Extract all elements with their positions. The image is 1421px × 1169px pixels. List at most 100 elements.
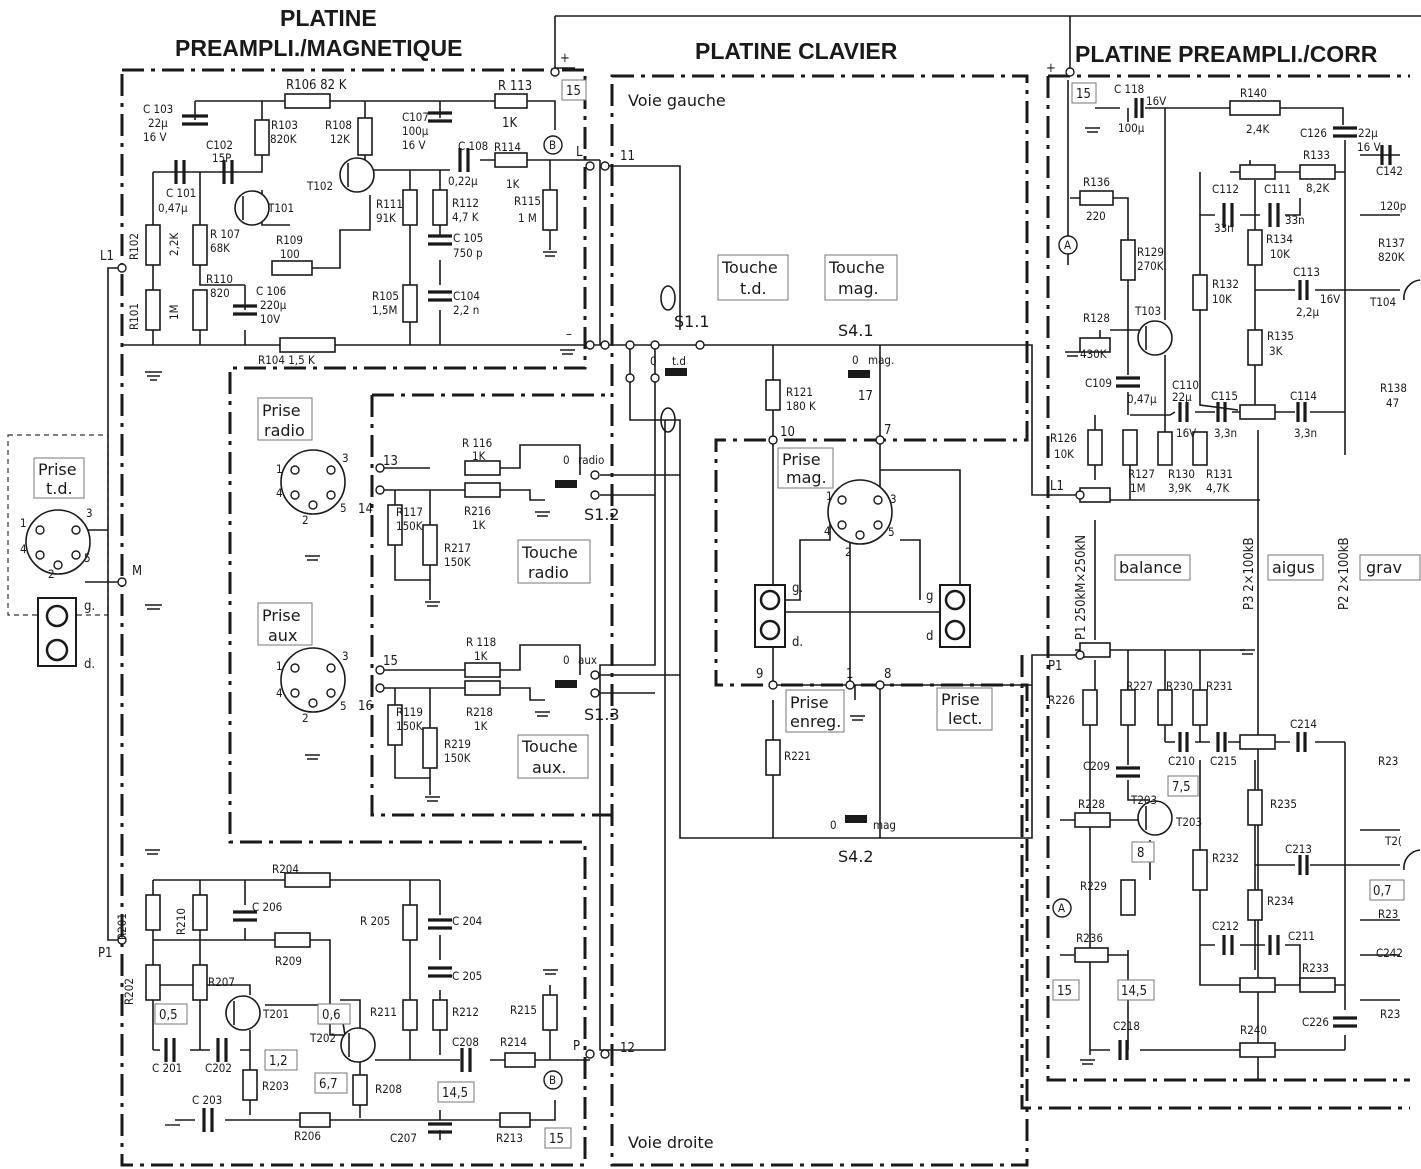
svg-text:R204: R204 — [272, 862, 299, 876]
r205 — [402, 904, 418, 941]
svg-text:R128: R128 — [1083, 311, 1110, 325]
svg-text:33n: 33n — [1285, 213, 1305, 227]
svg-text:150K: 150K — [396, 719, 423, 733]
svg-text:Prise: Prise — [941, 690, 980, 709]
svg-text:Prise: Prise — [790, 693, 829, 712]
svg-text:C 206: C 206 — [252, 900, 282, 914]
svg-text:2: 2 — [48, 567, 55, 581]
svg-text:C 101: C 101 — [166, 186, 196, 200]
r235 — [1247, 789, 1263, 826]
svg-text:R127: R127 — [1128, 467, 1155, 481]
svg-text:6,7: 6,7 — [319, 1077, 338, 1092]
svg-text:0: 0 — [830, 818, 837, 832]
svg-text:T202: T202 — [309, 1031, 336, 1045]
svg-text:100μ: 100μ — [1118, 121, 1145, 135]
svg-text:radio: radio — [528, 563, 569, 582]
svg-text:C126: C126 — [1300, 126, 1327, 140]
svg-text:Prise: Prise — [782, 450, 821, 469]
svg-text:150K: 150K — [396, 519, 423, 533]
svg-text:L1: L1 — [1050, 479, 1064, 494]
svg-text:7: 7 — [884, 423, 891, 438]
svg-text:C214: C214 — [1290, 717, 1317, 731]
svg-text:3,3n: 3,3n — [1294, 426, 1317, 440]
svg-text:R110: R110 — [206, 272, 233, 286]
svg-text:Prise: Prise — [262, 606, 301, 625]
svg-text:R108: R108 — [325, 118, 352, 132]
svg-text:+: + — [1046, 61, 1056, 76]
svg-text:R23: R23 — [1378, 907, 1398, 921]
svg-text:R105: R105 — [372, 289, 399, 303]
r228 — [1074, 812, 1111, 828]
svg-text:220: 220 — [1086, 209, 1106, 223]
r118 — [464, 662, 501, 678]
svg-text:R234: R234 — [1267, 894, 1294, 908]
svg-text:R227: R227 — [1126, 679, 1153, 693]
title-preampli-magnetique: PREAMPLI./MAGNETIQUE — [175, 35, 463, 61]
svg-text:R216: R216 — [464, 504, 491, 518]
svg-text:radio: radio — [264, 421, 305, 440]
svg-text:R132: R132 — [1212, 277, 1239, 291]
svg-text:Touche: Touche — [521, 543, 578, 562]
svg-text:16V: 16V — [1320, 292, 1340, 306]
svg-text:R130: R130 — [1168, 467, 1195, 481]
svg-text:P1 250kM×250kN: P1 250kM×250kN — [1074, 535, 1089, 640]
svg-text:P3 2×100kB: P3 2×100kB — [1242, 537, 1257, 610]
svg-text:0,47μ: 0,47μ — [158, 201, 188, 215]
svg-text:grav: grav — [1366, 558, 1402, 577]
svg-text:C111: C111 — [1264, 182, 1291, 196]
svg-text:0,22μ: 0,22μ — [448, 174, 478, 188]
svg-text:R217: R217 — [444, 541, 471, 555]
svg-text:91K: 91K — [376, 211, 396, 225]
svg-text:11: 11 — [620, 149, 635, 164]
title-platine-corr: PLATINE PREAMPLI./CORR — [1075, 41, 1378, 67]
r133 — [1299, 164, 1336, 180]
svg-text:S4.1: S4.1 — [838, 321, 874, 340]
svg-text:C109: C109 — [1085, 376, 1112, 390]
r209 — [274, 932, 311, 948]
svg-text:aigus: aigus — [1272, 558, 1315, 577]
svg-text:R126: R126 — [1050, 431, 1077, 445]
din-connectors — [25, 449, 971, 713]
svg-text:mag: mag — [873, 818, 896, 832]
svg-text:16 V: 16 V — [1357, 140, 1381, 154]
r208 — [352, 1074, 368, 1106]
r104 — [279, 337, 336, 353]
svg-text:1 M: 1 M — [518, 211, 537, 225]
svg-text:mag.: mag. — [868, 353, 894, 367]
r135 — [1247, 329, 1263, 366]
svg-text:9: 9 — [756, 667, 763, 682]
svg-text:8,2K: 8,2K — [1306, 181, 1329, 195]
text-labels: Voie gauche Voie droite Prise t.d. Prise… — [20, 51, 1407, 1152]
r103 — [254, 119, 270, 156]
svg-text:R119: R119 — [396, 705, 423, 719]
svg-text:2: 2 — [302, 513, 309, 527]
svg-text:R230: R230 — [1166, 679, 1193, 693]
svg-text:C112: C112 — [1212, 182, 1239, 196]
r105 — [402, 284, 418, 323]
title-platine-clavier: PLATINE CLAVIER — [695, 38, 898, 64]
svg-text:C110: C110 — [1172, 378, 1199, 392]
svg-text:R228: R228 — [1078, 797, 1105, 811]
svg-text:R208: R208 — [375, 1082, 402, 1096]
svg-text:3: 3 — [86, 506, 93, 520]
r108 — [357, 117, 373, 156]
svg-text:0: 0 — [650, 354, 657, 368]
r226 — [1082, 689, 1098, 726]
svg-text:0,7: 0,7 — [1373, 884, 1392, 899]
svg-text:1K: 1K — [502, 116, 517, 131]
svg-text:T103: T103 — [1134, 304, 1161, 318]
svg-text:enreg.: enreg. — [790, 712, 841, 731]
svg-text:15: 15 — [1057, 984, 1072, 999]
svg-text:R213: R213 — [496, 1131, 523, 1145]
svg-text:R236: R236 — [1076, 931, 1103, 945]
svg-text:1: 1 — [276, 659, 283, 673]
svg-text:820K: 820K — [1378, 250, 1405, 264]
r233 — [1299, 977, 1336, 993]
r102 — [145, 224, 161, 266]
r231 — [1192, 689, 1208, 726]
svg-text:C115: C115 — [1211, 389, 1238, 403]
svg-text:10K: 10K — [1212, 292, 1232, 306]
r113 — [494, 93, 528, 109]
svg-text:10: 10 — [780, 425, 795, 440]
svg-text:100: 100 — [280, 247, 300, 261]
